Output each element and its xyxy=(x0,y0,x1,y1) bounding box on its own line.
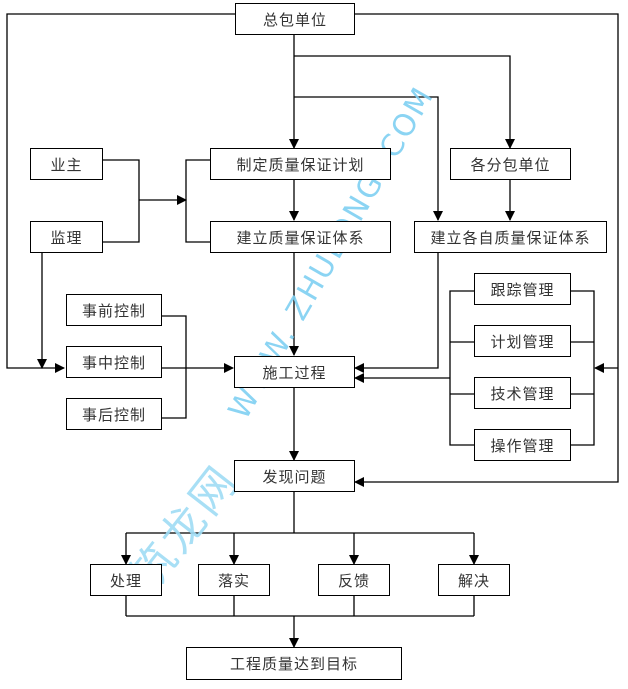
node-build-system: 建立质量保证体系 xyxy=(210,221,391,253)
node-feedback: 反馈 xyxy=(318,564,390,596)
node-in-control: 事中控制 xyxy=(66,346,162,378)
node-goal: 工程质量达到目标 xyxy=(186,647,402,680)
node-build-own-system: 建立各自质量保证体系 xyxy=(414,221,607,253)
edge-own-system-to-construction xyxy=(354,253,439,373)
edge-mgmt-bracket-right xyxy=(570,290,595,446)
node-operation-mgmt: 操作管理 xyxy=(474,429,571,461)
node-make-plan: 制定质量保证计划 xyxy=(210,148,391,180)
edge-gc-to-in-control xyxy=(6,13,235,373)
node-subcontractors: 各分包单位 xyxy=(450,148,571,180)
node-construction-process: 施工过程 xyxy=(234,356,355,388)
node-supervisor: 监理 xyxy=(30,221,103,253)
edge-owner-bracket xyxy=(86,159,140,243)
edge-gc-to-own-system xyxy=(294,96,443,221)
node-implement: 落实 xyxy=(198,564,270,596)
node-resolve: 解决 xyxy=(438,564,510,596)
node-owner: 业主 xyxy=(30,148,103,180)
edge-gc-to-subcontractors xyxy=(294,55,515,149)
edge-control-bracket xyxy=(161,315,187,419)
edge-gc-right-loop xyxy=(354,13,619,487)
node-tracking-mgmt: 跟踪管理 xyxy=(474,273,571,305)
node-tech-mgmt: 技术管理 xyxy=(474,377,571,409)
node-handle: 处理 xyxy=(90,564,162,596)
node-plan-mgmt: 计划管理 xyxy=(474,325,571,357)
edge-mgmt-bracket-left xyxy=(449,290,475,446)
edge-plan-system-bracket xyxy=(185,159,210,243)
node-general-contractor: 总包单位 xyxy=(235,3,355,35)
node-pre-control: 事前控制 xyxy=(66,294,162,326)
node-post-control: 事后控制 xyxy=(66,398,162,430)
node-find-problem: 发现问题 xyxy=(234,460,355,492)
